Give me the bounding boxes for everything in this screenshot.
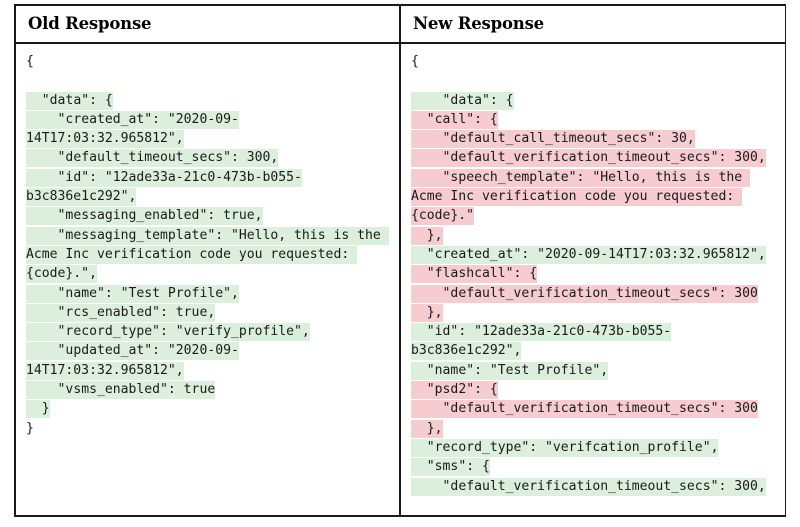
code-line: "default_verification_timeout_secs": 300: [411, 284, 781, 303]
code-line-highlight-add: "messaging_enabled": true,: [26, 207, 263, 226]
code-line-highlight-chg: },: [411, 419, 443, 438]
code-line-highlight-add: "record_type": "verifcation_profile",: [411, 438, 719, 457]
code-line-highlight-chg: "flashcall": {: [411, 265, 538, 284]
code-line-highlight-add: "default_verification_timeout_secs": 300…: [411, 477, 766, 496]
old-response-code-block: { "data": { "created_at": "2020-09-14T17…: [26, 52, 395, 438]
code-line-highlight-chg: "speech_template": "Hello, this is the A…: [411, 168, 750, 226]
code-line-highlight-add: "created_at": "2020-09-14T17:03:32.96581…: [26, 110, 239, 149]
code-line-highlight-none: {: [26, 54, 34, 69]
code-line: "record_type": "verifcation_profile",: [411, 438, 781, 457]
code-line: "flashcall": {: [411, 264, 781, 284]
code-line: "created_at": "2020-09-14T17:03:32.96581…: [26, 110, 395, 149]
code-line-highlight-chg: "default_call_timeout_secs": 30,: [411, 130, 695, 149]
code-line: "id": "12ade33a-21c0-473b-b055-b3c836e1c…: [411, 322, 781, 361]
code-line: {: [26, 52, 395, 71]
code-line-highlight-add: "data": {: [411, 91, 514, 110]
code-line: "rcs_enabled": true,: [26, 303, 395, 322]
code-line: "name": "Test Profile",: [411, 361, 781, 380]
code-line: [26, 71, 395, 90]
code-line: "speech_template": "Hello, this is the A…: [411, 168, 781, 226]
code-line-highlight-chg: "default_verification_timeout_secs": 300…: [411, 149, 766, 168]
code-line-highlight-add: "sms": {: [411, 458, 490, 477]
code-line-highlight-add: "rcs_enabled": true,: [26, 303, 216, 322]
code-line: {: [411, 52, 781, 71]
code-line: "created_at": "2020-09-14T17:03:32.96581…: [411, 245, 781, 264]
code-line: }: [26, 399, 395, 419]
code-line-highlight-none: {: [411, 54, 419, 69]
code-line: "data": {: [26, 91, 395, 110]
code-line: "default_timeout_secs": 300,: [26, 148, 395, 168]
code-line: },: [411, 303, 781, 322]
code-line: "default_verification_timeout_secs": 300: [411, 399, 781, 419]
code-line: "psd2": {: [411, 380, 781, 400]
code-line: },: [411, 226, 781, 245]
code-line: "updated_at": "2020-09-14T17:03:32.96581…: [26, 341, 395, 380]
code-line-highlight-add: "name": "Test Profile",: [411, 361, 609, 380]
column-header-old-response: Old Response: [16, 6, 401, 42]
code-line: "messaging_template": "Hello, this is th…: [26, 226, 395, 284]
code-line-highlight-add: "record_type": "verify_profile",: [26, 323, 310, 342]
code-line: "name": "Test Profile",: [26, 284, 395, 303]
code-line-highlight-chg: "default_verification_timeout_secs": 300: [411, 400, 758, 419]
code-line: "data": {: [411, 91, 781, 110]
new-response-cell: { "data": { "call": { "default_call_time…: [401, 44, 785, 515]
code-line: "call": {: [411, 110, 781, 129]
code-line-highlight-chg: "default_verification_timeout_secs": 300: [411, 284, 758, 303]
code-line-highlight-none: }: [26, 420, 34, 436]
code-line-highlight-chg: },: [411, 303, 443, 322]
code-line: [411, 71, 781, 90]
code-line: "vsms_enabled": true: [26, 380, 395, 400]
code-line: "id": "12ade33a-21c0-473b-b055-b3c836e1c…: [26, 168, 395, 207]
column-header-new-response: New Response: [413, 14, 544, 33]
code-line-highlight-add: "default_timeout_secs": 300,: [26, 149, 279, 168]
code-line: "default_verification_timeout_secs": 300…: [411, 477, 781, 496]
table-body-row: { "data": { "created_at": "2020-09-14T17…: [16, 44, 785, 515]
code-line: "sms": {: [411, 457, 781, 477]
code-line-highlight-add: "vsms_enabled": true: [26, 381, 216, 400]
code-line: },: [411, 419, 781, 438]
code-line-highlight-chg: "call": {: [411, 110, 498, 129]
code-line-highlight-add: "data": {: [26, 91, 113, 110]
code-line-highlight-add: "id": "12ade33a-21c0-473b-b055-b3c836e1c…: [411, 323, 672, 361]
code-line-highlight-chg: "psd2": {: [411, 381, 498, 400]
code-line-highlight-add: }: [26, 400, 50, 419]
code-line-highlight-add: "id": "12ade33a-21c0-473b-b055-b3c836e1c…: [26, 168, 302, 207]
code-line: }: [26, 419, 395, 438]
code-line-highlight-chg: },: [411, 226, 443, 245]
code-line-highlight-add: "messaging_template": "Hello, this is th…: [26, 226, 389, 284]
code-line: "default_verification_timeout_secs": 300…: [411, 148, 781, 168]
new-response-code-block: { "data": { "call": { "default_call_time…: [411, 52, 781, 496]
code-line-highlight-add: "created_at": "2020-09-14T17:03:32.96581…: [411, 245, 766, 264]
code-line: "messaging_enabled": true,: [26, 206, 395, 226]
code-line-highlight-add: "updated_at": "2020-09-14T17:03:32.96581…: [26, 342, 239, 380]
diff-comparison-table: Old Response New Response { "data": { "c…: [14, 4, 786, 517]
code-line-highlight-add: "name": "Test Profile",: [26, 284, 239, 303]
old-response-cell: { "data": { "created_at": "2020-09-14T17…: [16, 44, 401, 515]
code-line: "record_type": "verify_profile",: [26, 322, 395, 342]
table-header-row: Old Response New Response: [16, 6, 785, 44]
code-line: "default_call_timeout_secs": 30,: [411, 129, 781, 149]
